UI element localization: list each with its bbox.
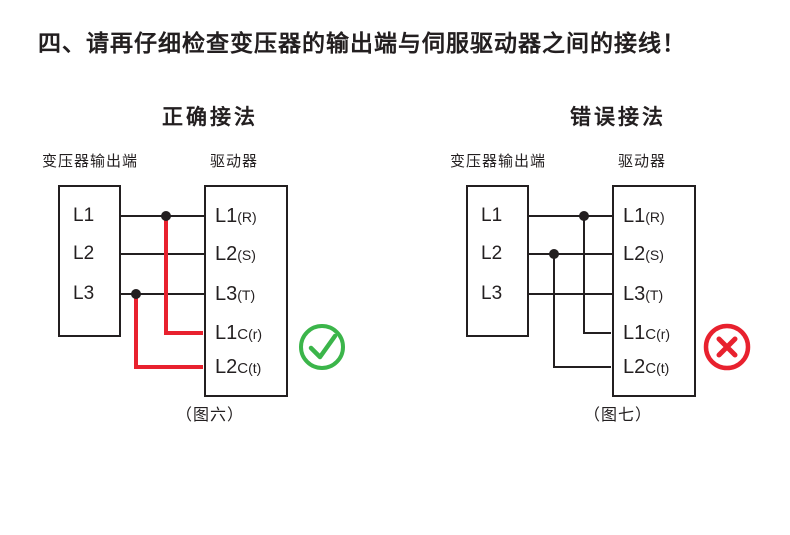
transformer-terminal-l3: L3 [481, 283, 503, 304]
driver-terminal-l3t: L3(T) [215, 282, 255, 306]
terminal-phase: (T) [237, 287, 256, 303]
terminal-name: L1 [215, 322, 238, 344]
figure-caption-6: （图六） [175, 407, 244, 424]
terminal-sub: C [237, 360, 249, 377]
transformer-output-label: 变压器输出端 [42, 153, 139, 170]
driver-terminal-l1r: L1(R) [215, 204, 257, 228]
driver-terminal-l2ct: L2C(t) [215, 355, 261, 379]
terminal-phase: (R) [645, 209, 665, 225]
panel-wrong: 错误接法 变压器输出端 驱动器 L1 L2 L3 L1(R) L2(S) L3(… [438, 95, 790, 435]
terminal-name: L1 [623, 322, 646, 344]
terminal-name: L3 [623, 283, 646, 305]
terminal-sub: C [645, 326, 657, 343]
panel-heading-wrong: 错误接法 [570, 106, 666, 129]
terminal-name: L2 [215, 243, 238, 265]
driver-box: L1(R) L2(S) L3(T) L1C(r) L2C(t) [204, 185, 288, 397]
transformer-box: L1 L2 L3 [466, 185, 529, 337]
transformer-terminal-l2: L2 [73, 243, 95, 264]
page-title: 四、请再仔细检查变压器的输出端与伺服驱动器之间的接线！ [38, 30, 686, 56]
transformer-terminal-l3: L3 [73, 283, 95, 304]
driver-terminal-l2ct: L2C(t) [623, 355, 669, 379]
terminal-phase: (S) [645, 247, 664, 263]
transformer-terminal-l2: L2 [481, 243, 503, 264]
terminal-name: L2 [623, 356, 646, 378]
terminal-name: L1 [215, 205, 238, 227]
driver-terminal-l2s: L2(S) [623, 242, 664, 266]
driver-label: 驱动器 [210, 153, 259, 170]
terminal-sub: C [645, 360, 657, 377]
terminal-phase: (r) [656, 326, 671, 342]
terminal-phase: (r) [248, 326, 263, 342]
terminal-phase: (S) [237, 247, 256, 263]
terminal-name: L3 [215, 283, 238, 305]
driver-terminal-l2s: L2(S) [215, 242, 256, 266]
driver-terminal-l3t: L3(T) [623, 282, 663, 306]
terminal-name: L2 [215, 356, 238, 378]
driver-label: 驱动器 [618, 153, 667, 170]
transformer-terminal-l1: L1 [73, 205, 95, 226]
terminal-phase: (t) [656, 360, 670, 376]
terminal-name: L2 [623, 243, 646, 265]
terminal-phase: (R) [237, 209, 257, 225]
driver-terminal-l1cr: L1C(r) [623, 321, 670, 345]
terminal-phase: (T) [645, 287, 664, 303]
driver-box: L1(R) L2(S) L3(T) L1C(r) L2C(t) [612, 185, 696, 397]
driver-terminal-l1cr: L1C(r) [215, 321, 262, 345]
panel-heading-correct: 正确接法 [162, 106, 258, 129]
transformer-output-label: 变压器输出端 [450, 153, 547, 170]
transformer-terminal-l1: L1 [481, 205, 503, 226]
terminal-name: L1 [623, 205, 646, 227]
panel-correct: 正确接法 变压器输出端 驱动器 L1 L2 L3 L1(R) L2(S) L3(… [30, 95, 390, 435]
transformer-box: L1 L2 L3 [58, 185, 121, 337]
driver-terminal-l1r: L1(R) [623, 204, 665, 228]
terminal-sub: C [237, 326, 249, 343]
figure-caption-7: （图七） [583, 407, 652, 424]
terminal-phase: (t) [248, 360, 262, 376]
